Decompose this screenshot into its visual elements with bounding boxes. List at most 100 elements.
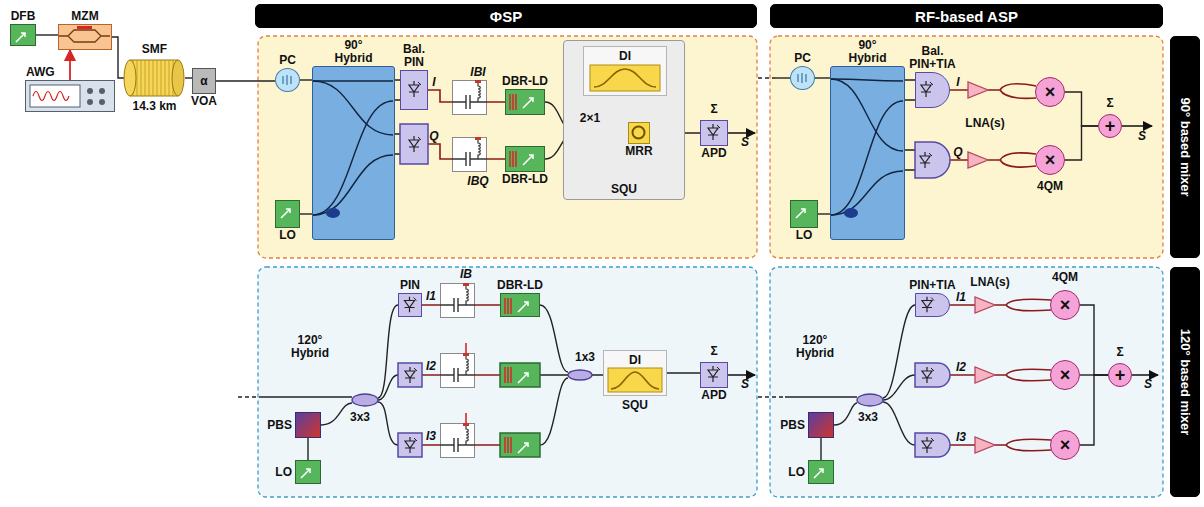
node-label: PIN+TIA — [909, 279, 955, 292]
signal-label: I — [956, 76, 959, 89]
filter-box: DI — [583, 46, 667, 96]
laser-box: DFB — [10, 24, 36, 46]
part-symbol — [523, 98, 533, 108]
output-arrow — [728, 126, 1158, 375]
node-label: × — [1036, 146, 1064, 174]
laser-box — [518, 373, 528, 453]
node-label: DBR-LD — [502, 75, 548, 88]
node-label: LO — [275, 466, 292, 479]
part-symbol — [409, 81, 421, 97]
panel — [258, 36, 1163, 497]
part-symbol — [708, 124, 720, 140]
laser-box: LO — [790, 200, 818, 228]
optical-fiber — [540, 305, 603, 445]
laser-box: LO — [808, 460, 834, 484]
signal-label: 120° Hybrid — [790, 334, 840, 360]
node-label: 90° based mixer — [1178, 97, 1193, 196]
signal-label: I — [432, 76, 435, 89]
signal-label: Σ — [1106, 97, 1113, 110]
part-symbol — [283, 75, 291, 85]
optical-fiber — [883, 305, 915, 445]
connector — [36, 34, 58, 35]
photodiode-symbol — [405, 437, 417, 453]
row-header: 90° based mixer — [1170, 36, 1200, 258]
node-label: APD — [701, 147, 726, 160]
generator-box: AWG — [25, 80, 115, 112]
signal-label: 4QM — [1052, 271, 1078, 284]
multiplier-circle: × — [1050, 360, 1080, 390]
laser-box — [500, 433, 540, 457]
node-label: 90° Hybrid — [329, 39, 379, 65]
node-label: AWG — [26, 66, 55, 79]
connector — [815, 77, 830, 78]
node-label: DBR-LD — [502, 173, 548, 186]
optical-fiber — [834, 403, 857, 425]
photodiode-box: APD — [700, 120, 728, 146]
part-symbol — [301, 469, 310, 478]
panel — [770, 267, 1163, 497]
signal-label: IBQ — [467, 175, 488, 188]
optical-fiber — [378, 305, 398, 445]
connector — [216, 80, 275, 81]
part-symbol — [916, 294, 949, 316]
node-label: APD — [701, 389, 726, 402]
node-label: × — [1036, 78, 1064, 106]
amplifier-triangle — [968, 152, 988, 168]
connector — [112, 37, 124, 78]
connector — [1080, 305, 1108, 375]
amplifier-triangle — [975, 437, 995, 453]
node-label: ΦSP — [256, 5, 756, 27]
bias-tee — [440, 353, 475, 388]
signal-label: IB — [460, 268, 472, 281]
part-symbol — [172, 60, 184, 96]
part-symbol — [87, 99, 93, 105]
signal-label: I3 — [426, 430, 436, 443]
electrical-wire — [950, 90, 968, 160]
part-symbol — [33, 92, 69, 101]
photodiode-symbol — [920, 152, 932, 168]
part-symbol — [633, 127, 645, 139]
connector — [185, 77, 192, 78]
connector — [300, 79, 312, 80]
node-label: MZM — [71, 10, 98, 23]
optical-fiber — [238, 396, 262, 397]
photodiode-box — [915, 142, 950, 178]
signal-label: 1x3 — [575, 351, 595, 364]
adder-circle: + — [1098, 114, 1122, 138]
signal-label: I2 — [956, 361, 966, 374]
laser-box — [500, 363, 540, 387]
laser-box: LO — [275, 200, 300, 228]
part-symbol — [296, 461, 320, 483]
part-symbol — [701, 121, 727, 145]
node-label: Bal. PIN — [398, 43, 430, 69]
connector — [300, 213, 312, 214]
adder-circle: + — [1108, 363, 1132, 387]
part-symbol — [401, 71, 427, 109]
part-symbol — [510, 151, 516, 167]
signal-label: 3x3 — [350, 411, 370, 424]
hybrid-box: 90° Hybrid — [312, 66, 395, 240]
signal-label: 3x3 — [858, 411, 878, 424]
part-symbol — [510, 94, 516, 110]
part-symbol — [313, 155, 393, 215]
signal-label: S — [741, 378, 749, 391]
hybrid-box: 90° Hybrid — [830, 66, 905, 240]
part-symbol — [281, 209, 290, 218]
part-symbol — [99, 99, 105, 105]
optical-fiber — [758, 77, 775, 78]
photodiode-symbol — [409, 136, 421, 152]
splitter-box: PBS — [808, 412, 834, 438]
signal-label: Σ — [1116, 346, 1123, 359]
photodiode-box — [915, 433, 950, 457]
bias-tee — [440, 283, 475, 318]
photodiode-box: Bal. PIN — [400, 70, 428, 110]
node-label: + — [1109, 364, 1131, 386]
panel — [258, 267, 757, 497]
attenuator-box: αVOA — [192, 68, 216, 94]
amplifier-triangle — [968, 82, 995, 453]
laser-box — [505, 367, 511, 453]
part-symbol — [505, 298, 511, 314]
signal-label: I2 — [426, 360, 436, 373]
ring-box: MRR — [628, 122, 650, 144]
connector — [1065, 92, 1098, 126]
